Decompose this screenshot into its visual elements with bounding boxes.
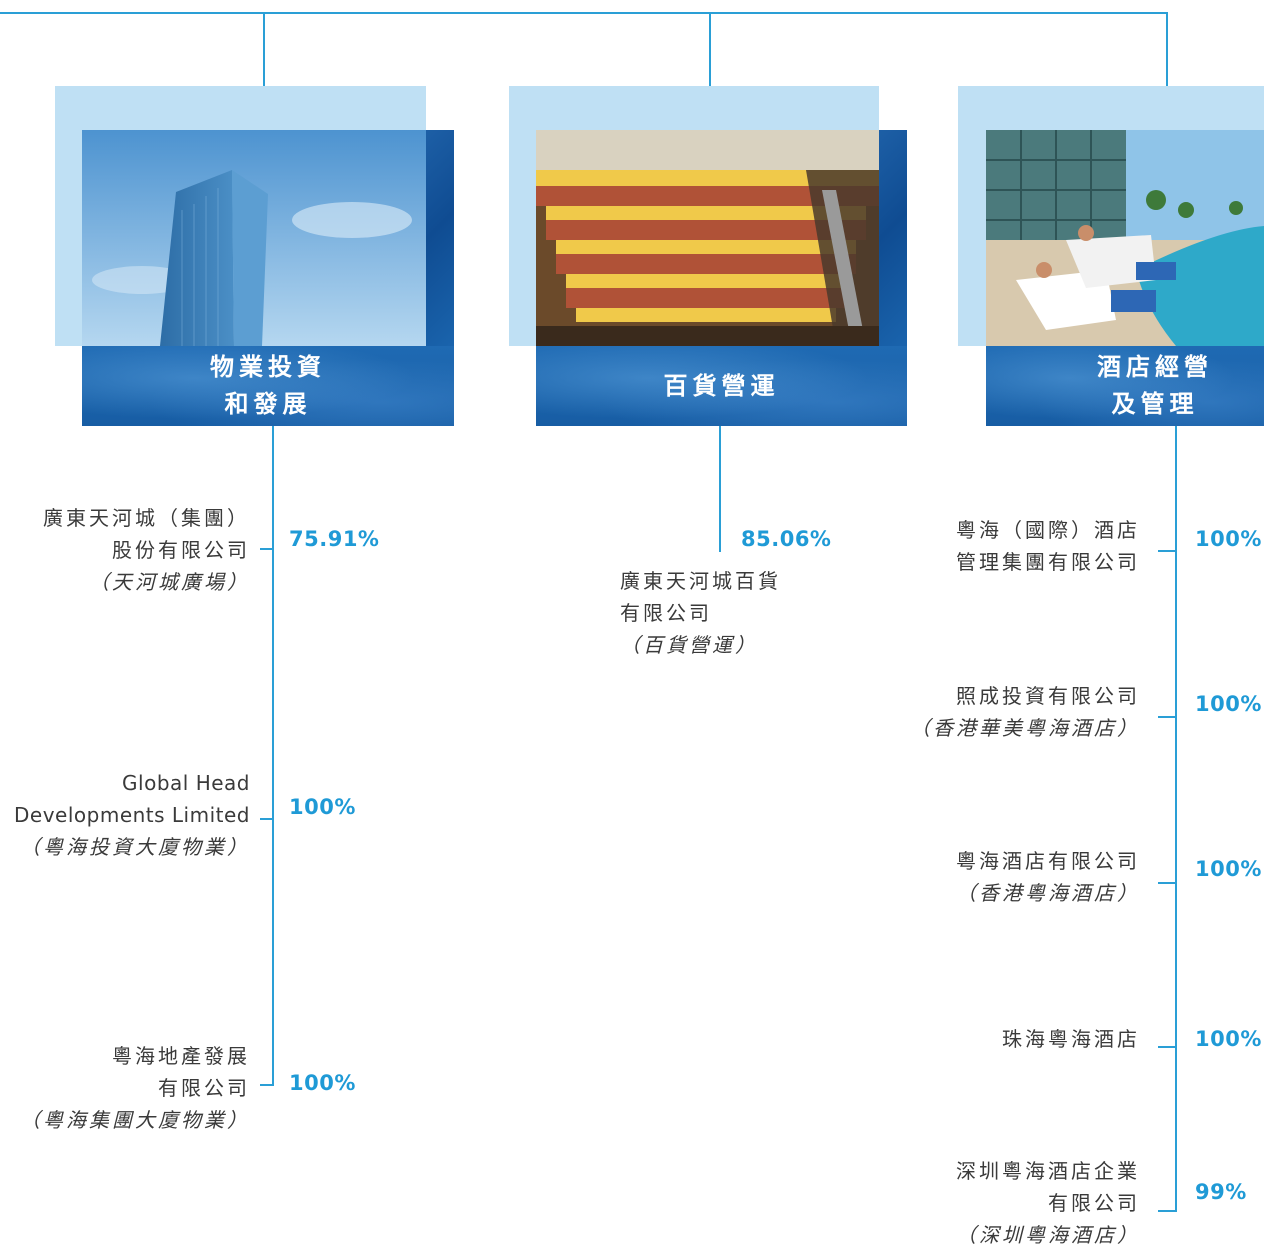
- entity-hotel-5: 深圳粵海酒店企業 有限公司 （深圳粵海酒店）: [850, 1155, 1140, 1251]
- tick-hotel-4: [1158, 1046, 1176, 1048]
- entity-note: （香港粵海酒店）: [956, 881, 1140, 905]
- entity-name-line-1: 粵海地產發展: [112, 1044, 250, 1068]
- percent-store-1: 85.06%: [741, 527, 832, 551]
- entity-property-3: 粵海地產發展 有限公司 （粵海集團大廈物業）: [0, 1040, 250, 1136]
- entity-hotel-2: 照成投資有限公司 （香港華美粵海酒店）: [850, 680, 1140, 744]
- tick-property-1: [260, 548, 273, 550]
- entity-hotel-3: 粵海酒店有限公司 （香港粵海酒店）: [850, 845, 1140, 909]
- drop-line-property: [263, 12, 265, 86]
- percent-property-2: 100%: [289, 795, 356, 819]
- entity-name-line-2: Developments Limited: [14, 803, 250, 827]
- entity-property-1: 廣東天河城（集團） 股份有限公司 （天河城廣場）: [0, 502, 250, 598]
- entity-name-line-1: 粵海（國際）酒店: [956, 518, 1140, 542]
- entity-note: （香港華美粵海酒店）: [910, 716, 1140, 740]
- entity-hotel-1: 粵海（國際）酒店 管理集團有限公司: [850, 514, 1140, 578]
- percent-property-1: 75.91%: [289, 527, 380, 551]
- entity-note: （深圳粵海酒店）: [956, 1223, 1140, 1247]
- drop-line-store: [709, 12, 711, 86]
- entity-name-line-1: 深圳粵海酒店企業: [956, 1159, 1140, 1183]
- entity-note: （天河城廣場）: [89, 570, 250, 594]
- office-tower-photo: [82, 130, 426, 346]
- entity-name-line-2: 管理集團有限公司: [956, 550, 1140, 574]
- navy-panel: [879, 130, 907, 346]
- percent-hotel-2: 100%: [1195, 692, 1262, 716]
- division-title-line-1: 酒店經營: [1097, 353, 1213, 381]
- entity-note: （粵海集團大廈物業）: [20, 1108, 250, 1132]
- entity-name-line-1: 珠海粵海酒店: [1002, 1027, 1140, 1051]
- entity-hotel-4: 珠海粵海酒店: [850, 1023, 1140, 1055]
- tick-hotel-1: [1158, 550, 1176, 552]
- entity-property-2: Global Head Developments Limited （粵海投資大廈…: [0, 767, 250, 863]
- trunk-line-property: [272, 426, 274, 1086]
- division-label-store: 百貨營運: [536, 346, 907, 426]
- shopping-mall-photo: [536, 130, 879, 346]
- division-title-line-2: 及管理: [1111, 390, 1199, 418]
- entity-name-line-2: 股份有限公司: [112, 538, 250, 562]
- trunk-line-hotel: [1175, 426, 1177, 1212]
- entity-store-1: 廣東天河城百貨 有限公司 （百貨營運）: [620, 565, 860, 661]
- drop-line-hotel: [1166, 12, 1168, 86]
- entity-note: （百貨營運）: [620, 633, 758, 657]
- division-title-line-1: 百貨營運: [663, 371, 780, 400]
- tick-property-3: [260, 1084, 273, 1086]
- trunk-line-store: [719, 426, 721, 552]
- entity-note: （粵海投資大廈物業）: [20, 835, 250, 859]
- top-horizontal-line: [0, 12, 1168, 14]
- entity-name-line-1: 粵海酒店有限公司: [956, 849, 1140, 873]
- tick-hotel-2: [1158, 716, 1176, 718]
- entity-name-line-2: 有限公司: [620, 601, 712, 625]
- percent-property-3: 100%: [289, 1071, 356, 1095]
- tick-hotel-5: [1158, 1210, 1176, 1212]
- entity-name-line-2: 有限公司: [158, 1076, 250, 1100]
- percent-hotel-5: 99%: [1195, 1180, 1247, 1204]
- division-label-hotel: 酒店經營 及管理: [986, 346, 1264, 426]
- percent-hotel-1: 100%: [1195, 527, 1262, 551]
- percent-hotel-4: 100%: [1195, 1027, 1262, 1051]
- division-title-line-1: 物業投資: [210, 353, 326, 381]
- navy-panel: [426, 130, 454, 346]
- entity-name-line-1: 廣東天河城百貨: [620, 569, 781, 593]
- division-title-line-2: 和發展: [224, 390, 312, 418]
- hotel-pool-photo: [986, 130, 1264, 346]
- tick-hotel-3: [1158, 882, 1176, 884]
- entity-name-line-1: 廣東天河城（集團）: [43, 506, 250, 530]
- tick-property-2: [260, 818, 273, 820]
- entity-name-line-1: 照成投資有限公司: [956, 684, 1140, 708]
- entity-name-line-1: Global Head: [122, 771, 250, 795]
- percent-hotel-3: 100%: [1195, 857, 1262, 881]
- division-label-property: 物業投資 和發展: [82, 346, 454, 426]
- entity-name-line-2: 有限公司: [1048, 1191, 1140, 1215]
